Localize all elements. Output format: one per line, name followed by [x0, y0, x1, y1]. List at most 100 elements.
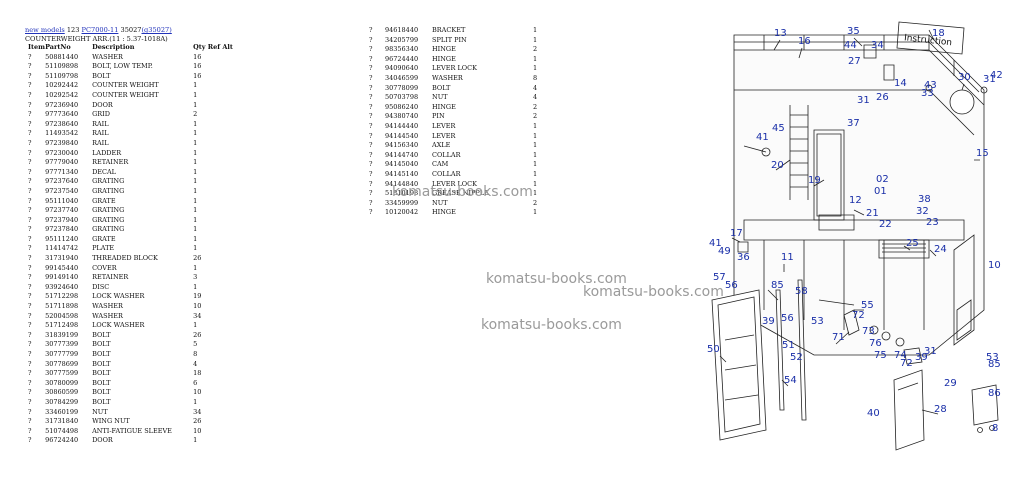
diagram-decal-text: Instruction: [904, 33, 953, 48]
callout-label: 85: [988, 359, 1001, 370]
callout-label: 85: [771, 280, 784, 291]
cell-item: ?: [28, 292, 32, 301]
callout-label: 39: [915, 352, 928, 363]
cell-item: ?: [28, 138, 32, 147]
cell-partno: 97779040: [45, 158, 79, 167]
cell-description: LEVER LOCK: [432, 179, 477, 188]
callout-label: 28: [934, 404, 947, 415]
cell-qty: 2: [533, 102, 538, 111]
breadcrumb-link-new-models[interactable]: new models: [25, 26, 65, 34]
cell-item: ?: [369, 160, 373, 169]
cell-description: WASHER: [432, 73, 463, 82]
breadcrumb-separator: 35027: [118, 26, 142, 34]
cell-item: ?: [28, 167, 32, 176]
callout-label: 16: [798, 36, 811, 47]
cell-qty: 1: [193, 100, 198, 109]
cell-description: BOLT: [92, 71, 111, 80]
cell-description: BOLT: [92, 350, 111, 358]
cell-item: ?: [28, 215, 32, 224]
cell-partno: 97237540: [45, 186, 79, 195]
cell-description: GREASE NIPPLE: [432, 189, 489, 198]
cell-qty: 1: [193, 129, 198, 138]
cell-qty: 1: [193, 215, 198, 224]
callout-label: 25: [906, 238, 919, 249]
cell-partno: 30777399: [45, 340, 79, 349]
cell-qty: 8: [193, 350, 198, 358]
cell-qty: 1: [533, 160, 538, 169]
cell-qty: 1: [193, 225, 198, 234]
cell-item: ?: [28, 330, 32, 339]
cell-item: ?: [369, 150, 373, 159]
cell-item: ?: [369, 131, 373, 140]
callout-label: 31: [857, 95, 870, 106]
cell-description: DECAL: [92, 167, 117, 176]
cell-qty: 1: [533, 189, 538, 198]
cell-partno: 51711898: [45, 302, 79, 311]
breadcrumb-link-serial[interactable]: (g35027): [141, 26, 172, 34]
cell-item: ?: [369, 189, 373, 198]
cell-item: ?: [28, 71, 32, 80]
cell-partno: 97237740: [45, 206, 79, 215]
cell-partno: 99149140: [45, 273, 79, 282]
cell-item: ?: [28, 81, 32, 90]
cell-partno: 33459999: [385, 198, 419, 207]
callout-label: 53: [986, 352, 999, 363]
cell-partno: 94156340: [385, 141, 419, 150]
cell-description: ANTI-FATIGUE SLEEVE: [92, 426, 172, 435]
callout-label: 30: [958, 72, 971, 83]
cell-item: ?: [28, 196, 32, 205]
cell-partno: 30777599: [45, 369, 79, 378]
cell-item: ?: [28, 177, 32, 186]
cell-description: LADDER: [92, 148, 122, 157]
cell-qty: 1: [533, 121, 538, 130]
cell-partno: 50703798: [385, 93, 419, 102]
cell-item: ?: [369, 198, 373, 207]
callout-label: 39: [762, 316, 775, 327]
cell-description: WASHER: [92, 311, 123, 320]
callout-label: 43: [924, 80, 937, 91]
callout-label: 41: [709, 238, 722, 249]
callout-label: 19: [808, 175, 821, 186]
cell-qty: 1: [533, 54, 538, 63]
cell-item: ?: [369, 73, 373, 82]
callout-label: 02: [876, 174, 889, 185]
cell-description: LEVER: [432, 131, 456, 140]
callout-label: 01: [874, 186, 887, 197]
callout-label: 38: [918, 194, 931, 205]
cell-qty: 1: [193, 234, 198, 243]
callout-label: 75: [874, 350, 887, 361]
cell-qty: 1: [533, 35, 538, 44]
cell-partno: 97230040: [45, 148, 79, 157]
cell-description: DOOR: [92, 436, 113, 445]
breadcrumb-link-model[interactable]: PC7000-11: [81, 26, 119, 34]
cell-partno: 51074498: [45, 426, 79, 435]
cell-item: ?: [28, 378, 32, 387]
cell-partno: 34205799: [385, 35, 419, 44]
cell-description: GRATING: [92, 186, 125, 195]
cell-partno: 97237640: [45, 177, 79, 186]
cell-qty: 1: [193, 167, 198, 176]
callout-label: 51: [782, 340, 795, 351]
watermark: komatsu-books.com: [486, 271, 627, 287]
cell-qty: 1: [533, 64, 538, 73]
cell-description: RETAINER: [92, 158, 129, 167]
cell-item: ?: [28, 244, 32, 253]
cell-description: PIN: [432, 112, 445, 121]
